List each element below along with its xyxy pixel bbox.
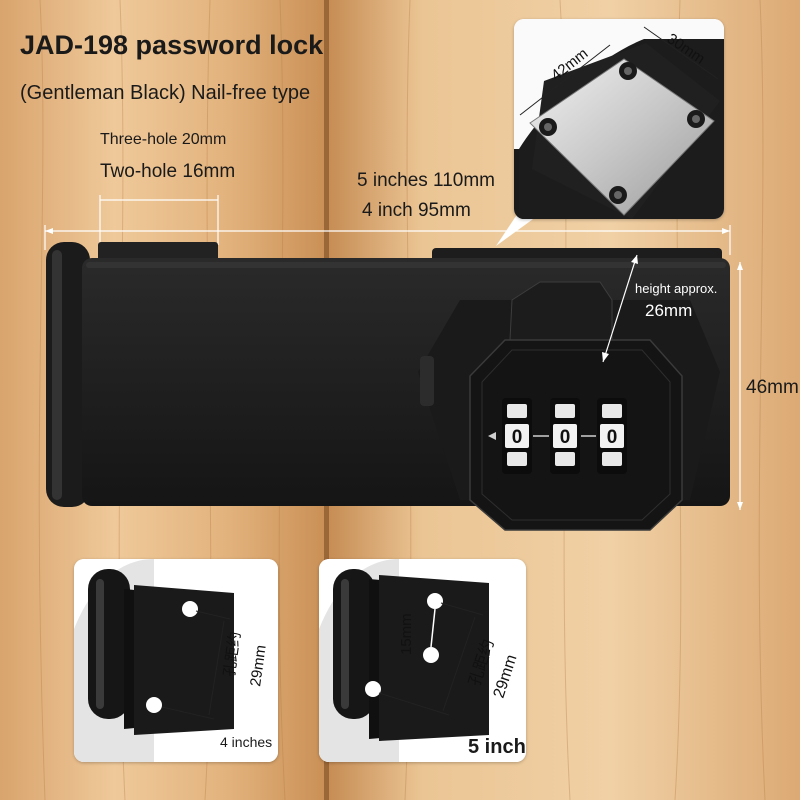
hinge-4in-inset: 孔距约 29mm 4 inches: [74, 559, 278, 762]
hinge-4in-illustration: 孔距约 29mm: [74, 559, 278, 762]
lock-back-inset: 42mm 30mm: [514, 19, 724, 219]
product-subtitle: (Gentleman Black) Nail-free type: [20, 82, 311, 104]
dial-digit: 0: [512, 427, 523, 448]
dial-wheels: 0 0 0: [488, 398, 627, 474]
three-hole-label: Three-hole 20mm: [100, 131, 227, 148]
height-label: 46mm: [746, 377, 799, 398]
inset-caption-4in: 4 inches: [220, 734, 273, 750]
height-approx-value: 26mm: [645, 301, 693, 320]
inset-caption-5in: 5 inch: [468, 736, 526, 758]
hasp-lock: 0 0 0: [46, 242, 730, 531]
hinge-5in-illustration: 15mm 孔距约 29mm: [319, 559, 526, 762]
dial-digit: 0: [560, 427, 571, 448]
dimension-lines: [44, 195, 741, 510]
hole-spacing-cn: 孔距约: [221, 631, 244, 678]
product-title: JAD-198 password lock: [20, 30, 324, 60]
lock-back-illustration: 42mm 30mm: [514, 19, 724, 219]
hinge-5in-inset: 15mm 孔距约 29mm: [319, 559, 526, 762]
hole-spacing-mm: 29mm: [247, 644, 270, 688]
dial-digit: 0: [607, 427, 618, 448]
length-4in-label: 4 inch 95mm: [362, 200, 471, 221]
height-approx-label: height approx.: [635, 281, 718, 296]
hole-gap-label: 15mm: [398, 613, 415, 655]
length-5in-label: 5 inches 110mm: [357, 170, 495, 191]
two-hole-label: Two-hole 16mm: [100, 161, 236, 182]
